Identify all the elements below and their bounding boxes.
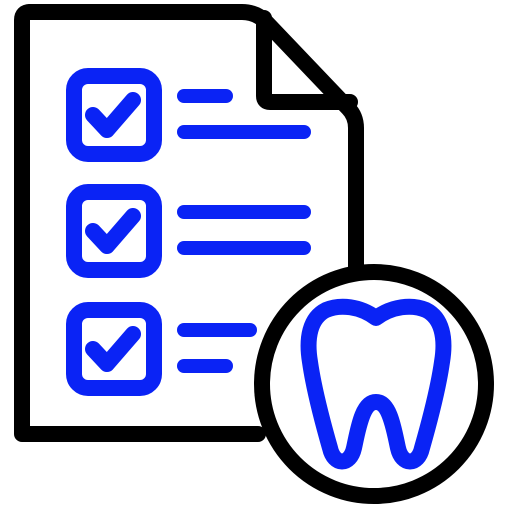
- tooth-icon: [300, 298, 452, 470]
- folded-corner-icon: [256, 10, 358, 110]
- checkbox-icon: [66, 184, 162, 278]
- checkmark-icon: [85, 208, 141, 254]
- checkbox-icon: [66, 68, 162, 162]
- checkmark-icon: [85, 92, 141, 138]
- document-icon: [22, 4, 364, 286]
- badge-circle-icon: [254, 264, 494, 504]
- checkmark-icon: [85, 326, 141, 372]
- document-icon-bottom: [14, 4, 266, 442]
- checkbox-icon: [66, 302, 162, 396]
- checklist-item: [66, 68, 311, 162]
- checklist-item: [66, 184, 311, 278]
- checklist-item: [66, 302, 257, 396]
